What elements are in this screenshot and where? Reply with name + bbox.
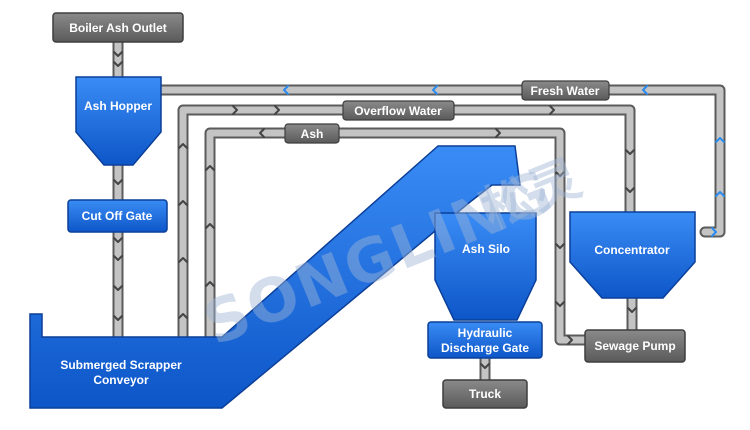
ash-label: Ash	[301, 127, 324, 141]
hydraulic-gate-label-line2: Discharge Gate	[441, 341, 529, 355]
concentrator-label: Concentrator	[594, 243, 670, 257]
cut-off-gate: Cut Off Gate	[67, 199, 168, 233]
sewage-pump-label: Sewage Pump	[594, 339, 675, 353]
submerged-scrapper-conveyor: Submerged Scrapper Conveyor	[29, 145, 521, 409]
ash-silo-label: Ash Silo	[462, 242, 510, 256]
flow-arrows	[113, 51, 725, 369]
overflow-water-tag: Overflow Water	[342, 100, 455, 121]
overflow-water-label: Overflow Water	[354, 104, 442, 118]
hydraulic-discharge-gate: Hydraulic Discharge Gate	[427, 321, 543, 359]
hydraulic-gate-label-line1: Hydraulic	[458, 326, 513, 340]
truck-label: Truck	[469, 387, 501, 401]
fresh-water-tag: Fresh Water	[521, 80, 610, 101]
concentrator: Concentrator	[569, 211, 696, 299]
pipes	[112, 34, 726, 388]
boiler-ash-outlet-label: Boiler Ash Outlet	[69, 21, 167, 35]
ash-silo: Ash Silo	[434, 212, 537, 321]
ash-tag: Ash	[284, 123, 340, 144]
cut-off-gate-label: Cut Off Gate	[82, 209, 153, 223]
boiler-ash-outlet: Boiler Ash Outlet	[52, 12, 184, 43]
conveyor-label-line2: Conveyor	[93, 373, 149, 387]
conveyor-label-line1: Submerged Scrapper	[60, 358, 182, 372]
sewage-pump: Sewage Pump	[584, 329, 686, 363]
ash-hopper: Ash Hopper	[75, 76, 162, 166]
fresh-water-label: Fresh Water	[531, 84, 600, 98]
ash-hopper-label: Ash Hopper	[84, 99, 152, 113]
truck: Truck	[442, 379, 528, 409]
